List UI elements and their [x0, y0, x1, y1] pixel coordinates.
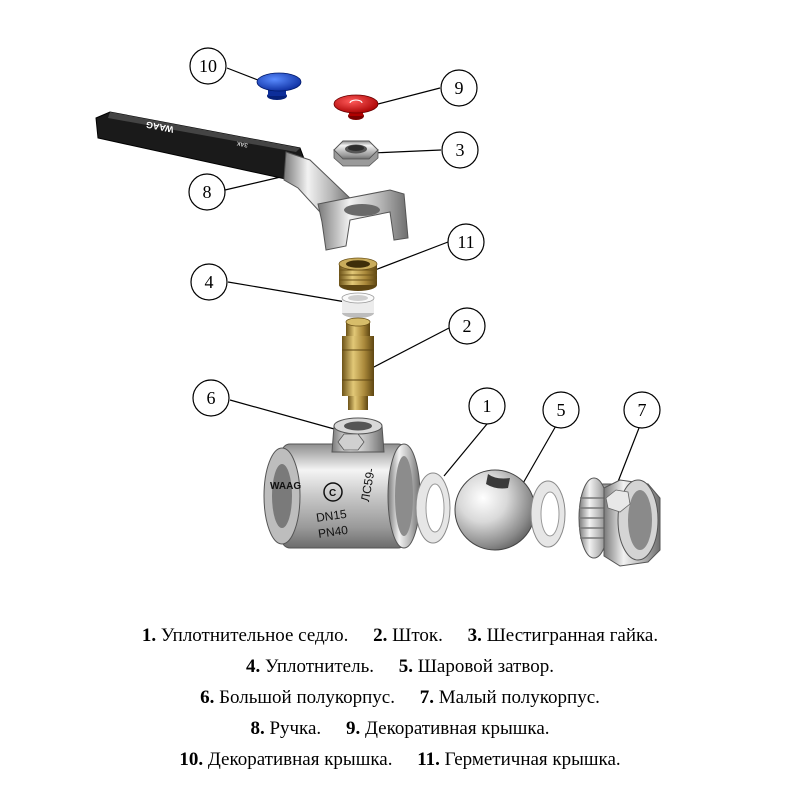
leader-2 [371, 327, 450, 369]
legend-line-1: 1. Уплотнительное седло. 2. Шток. 3. Шес… [0, 620, 800, 651]
leader-5 [517, 423, 558, 493]
seat-ring [415, 472, 451, 544]
exploded-valve-diagram: WAAG ОТК ЗАК WAAG [95, 47, 661, 567]
body-size: DN15 [315, 507, 348, 525]
callout-8: 8 [188, 173, 226, 211]
legend-item-7: 7. Малый полукорпус. [419, 687, 600, 708]
callout-5: 5 [542, 391, 580, 429]
legend-line-5: 10. Декоративная крышка. 11. Герметичная… [0, 744, 800, 775]
callout-9: 9 [440, 69, 478, 107]
gland-nut [338, 257, 378, 291]
svg-text:9: 9 [455, 78, 464, 98]
leader-4 [227, 281, 347, 303]
certification-mark: C [329, 488, 336, 499]
leader-1 [443, 423, 488, 477]
seal [341, 292, 375, 318]
body-marking: ЛС59- [358, 467, 378, 503]
legend-item-11: 11. Герметичная крышка. [417, 749, 621, 770]
svg-text:4: 4 [205, 272, 214, 292]
red-cap [333, 94, 379, 120]
body-pressure: PN40 [317, 523, 349, 541]
legend-line-4: 8. Ручка. 9. Декоративная крышка. [0, 713, 800, 744]
callout-2: 2 [448, 307, 486, 345]
callout-1: 1 [468, 387, 506, 425]
legend-line-3: 6. Большой полукорпус. 7. Малый полукорп… [0, 682, 800, 713]
legend-item-9: 9. Декоративная крышка. [345, 718, 550, 739]
large-body: WAAG C DN15 PN40 ЛС59- [263, 417, 421, 549]
callout-4: 4 [190, 263, 228, 301]
ball [454, 469, 536, 551]
svg-text:6: 6 [207, 388, 216, 408]
blue-cap [256, 72, 302, 100]
leader-11 [374, 241, 449, 271]
legend-line-2: 4. Уплотнитель. 5. Шаровой затвор. [0, 651, 800, 682]
legend-item-1: 1. Уплотнительное седло. [141, 625, 349, 646]
legend-item-5: 5. Шаровой затвор. [398, 656, 554, 677]
legend-item-3: 3. Шестигранная гайка. [467, 625, 659, 646]
svg-text:10: 10 [199, 56, 217, 76]
svg-text:2: 2 [463, 316, 472, 336]
parts-legend: 1. Уплотнительное седло. 2. Шток. 3. Шес… [0, 620, 800, 775]
legend-item-8: 8. Ручка. [250, 718, 322, 739]
stem [342, 317, 374, 410]
leader-9 [377, 87, 441, 105]
handle-closed-label: ЗАК [236, 139, 249, 147]
body-brand: WAAG [270, 481, 301, 492]
handle-open-label: ОТК [231, 128, 244, 136]
leader-10 [226, 67, 264, 83]
leader-3 [371, 149, 442, 154]
hex-nut [333, 140, 379, 167]
leader-lines [224, 67, 640, 493]
svg-text:7: 7 [638, 400, 647, 420]
callout-6: 6 [192, 379, 230, 417]
legend-item-2: 2. Шток. [373, 625, 443, 646]
legend-item-4: 4. Уплотнитель. [246, 656, 374, 677]
svg-text:3: 3 [456, 140, 465, 160]
callout-3: 3 [441, 131, 479, 169]
callouts: 10 9 3 8 11 4 2 6 [188, 47, 661, 429]
callout-11: 11 [447, 223, 485, 261]
legend-item-10: 10. Декоративная крышка. [179, 749, 393, 770]
callout-7: 7 [623, 391, 661, 429]
small-body [578, 477, 661, 567]
svg-text:1: 1 [483, 396, 492, 416]
svg-text:5: 5 [557, 400, 566, 420]
svg-text:11: 11 [457, 232, 474, 252]
leader-8 [224, 175, 286, 191]
handle: WAAG ОТК ЗАК [95, 111, 409, 251]
seat-ring-secondary [530, 480, 566, 548]
legend-item-6: 6. Большой полукорпус. [200, 687, 395, 708]
leader-6 [229, 399, 346, 433]
svg-text:8: 8 [203, 182, 212, 202]
callout-10: 10 [189, 47, 227, 85]
